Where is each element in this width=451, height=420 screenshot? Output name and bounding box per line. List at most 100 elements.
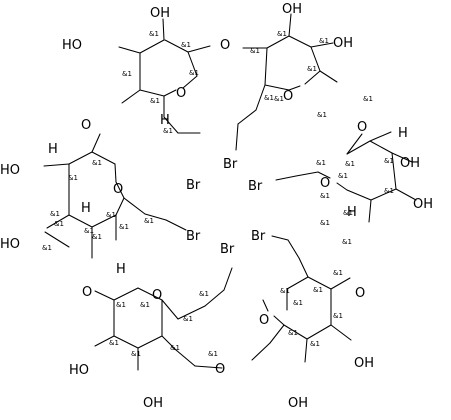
bond-line — [144, 213, 167, 221]
bond-line — [118, 46, 141, 54]
bond-line — [298, 257, 309, 278]
bond-line — [204, 289, 225, 307]
atom-label-hydroxyl: OH — [333, 36, 353, 51]
stereo-label: &1 — [189, 69, 199, 77]
bond-line — [68, 151, 93, 165]
bond-line — [177, 305, 206, 320]
bond-line — [114, 163, 117, 183]
bond-line — [44, 231, 70, 248]
bond-line — [304, 70, 321, 85]
bond-line — [139, 89, 165, 97]
atom-label-oxygen: O — [113, 182, 123, 197]
bond-line — [264, 47, 268, 86]
atom-label-hydrogen: H — [48, 142, 58, 157]
atom-label-hydrogen: H — [398, 126, 408, 141]
stereo-label: &1 — [149, 30, 159, 38]
bond-line — [235, 123, 239, 151]
bond-line — [395, 188, 417, 201]
bond-line — [91, 133, 101, 153]
bond-line — [262, 299, 269, 312]
stereo-label: &1 — [333, 312, 343, 320]
stereo-label: &1 — [313, 286, 323, 294]
atom-label-hydroxyl: OH — [354, 356, 374, 371]
stereo-label: &1 — [307, 65, 317, 73]
bond-line — [368, 199, 372, 223]
atom-label-oxygen: O — [176, 86, 186, 101]
atom-label-hydroxyl-left: HO — [69, 363, 89, 378]
stereo-label: &1 — [92, 159, 102, 167]
bond-line — [330, 277, 351, 290]
bond-line — [46, 214, 70, 229]
stereo-label: &1 — [122, 70, 132, 78]
atom-label-oxygen: O — [283, 89, 293, 104]
stereo-label: &1 — [50, 210, 60, 218]
stereo-label: &1 — [84, 227, 94, 235]
stereo-label: &1 — [119, 223, 129, 231]
atom-label-bromine: Br — [223, 157, 238, 172]
bond-line — [113, 287, 139, 301]
bond-line — [286, 276, 309, 290]
bond-line — [288, 35, 312, 48]
bond-line — [94, 335, 115, 347]
stereo-label: &1 — [310, 340, 320, 348]
bond-line — [68, 214, 93, 228]
atom-label-hydrogen: H — [347, 205, 357, 220]
stereo-label: &1 — [384, 157, 394, 165]
bond-line — [91, 151, 116, 165]
atom-label-hydroxyl: OH — [282, 2, 302, 17]
atom-label-oxygen: O — [82, 285, 92, 300]
bond-line — [164, 39, 189, 53]
stereo-label: &1 — [345, 160, 355, 168]
bond-line — [223, 267, 233, 291]
bond-line — [391, 152, 413, 163]
atom-label-hydrogen: H — [160, 113, 170, 128]
bond-line — [165, 219, 187, 231]
bond-line — [283, 324, 308, 340]
atom-label-hydroxyl-left: HO — [0, 163, 20, 178]
stereo-label: &1 — [338, 172, 348, 180]
bond-line — [187, 51, 198, 77]
atom-label-bromine: Br — [186, 178, 201, 193]
stereo-label: &1 — [250, 47, 260, 55]
atom-label-hydrogen: H — [81, 201, 91, 216]
stereo-label: &1 — [280, 287, 290, 295]
bond-line — [346, 133, 363, 155]
atom-label-oxygen: O — [357, 120, 367, 135]
stereo-label: &1 — [163, 127, 173, 135]
bond-line — [94, 290, 115, 301]
bond-line — [113, 335, 139, 349]
atom-label-hydroxyl: OH — [143, 396, 163, 411]
stereo-label: &1 — [181, 41, 191, 49]
bond-line — [287, 239, 300, 259]
bond-line — [251, 342, 271, 361]
atom-label-oxygen: O — [259, 313, 269, 328]
stereo-label: &1 — [42, 244, 52, 252]
bond-line — [271, 235, 289, 241]
bond-line — [269, 324, 285, 344]
bond-line — [369, 140, 393, 154]
atom-label-hydroxyl: OH — [150, 6, 170, 21]
stereo-label: &1 — [274, 95, 284, 103]
atom-label-hydroxyl-left: HO — [62, 38, 82, 53]
bond-line — [391, 152, 397, 190]
stereo-label: &1 — [317, 111, 327, 119]
stereo-label: &1 — [319, 37, 329, 45]
bond-line — [295, 171, 319, 177]
bond-line — [304, 338, 308, 363]
bond-line — [187, 45, 211, 53]
bond-line — [194, 365, 223, 369]
stereo-label: &1 — [54, 220, 64, 228]
atom-label-bromine: Br — [248, 179, 263, 194]
bond-line — [91, 214, 117, 228]
bond-line — [317, 171, 331, 179]
bond-line — [163, 89, 177, 97]
stereo-label: &1 — [183, 315, 193, 323]
bond-line — [266, 35, 290, 49]
atom-label-hydrogen: H — [116, 262, 126, 277]
bond-line — [336, 182, 348, 191]
bond-line — [275, 175, 297, 181]
bond-line — [330, 324, 352, 341]
bond-line — [115, 197, 125, 216]
bond-line — [369, 131, 392, 142]
